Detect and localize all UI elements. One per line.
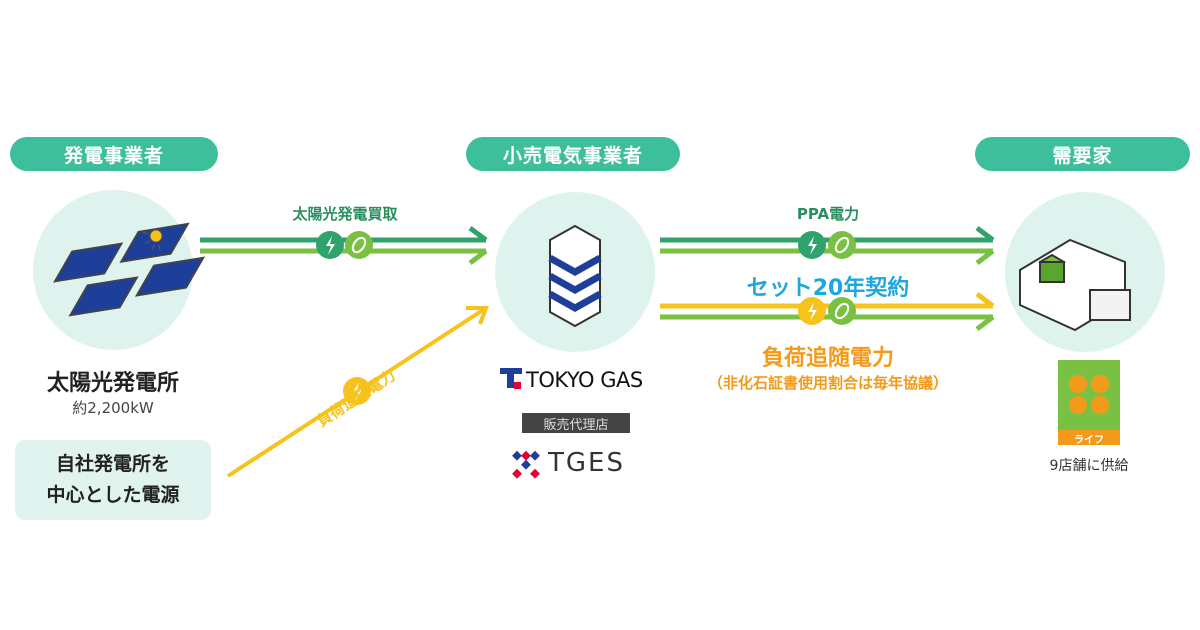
ppa-arrow (660, 226, 995, 265)
leaf-icon (345, 231, 373, 259)
solar-plant-name: 太陽光発電所 (46, 371, 180, 396)
header-retailer: 小売電気事業者 (466, 137, 680, 171)
tges-logo: TGES (548, 448, 625, 478)
own-source-line1: 自社発電所を (55, 453, 170, 475)
solar-panel-icon (53, 222, 206, 317)
store-building-icon (1019, 238, 1131, 332)
leaf-icon (828, 231, 856, 259)
own-source-line2: 中心とした電源 (46, 484, 180, 506)
tokyo-gas-mark-icon (500, 368, 522, 389)
solar-capacity: 約2,200kW (72, 399, 154, 417)
load-following-label: 負荷追随電力 (761, 346, 895, 371)
load-following-arrow (660, 292, 995, 331)
life-logo-text: ライフ (1074, 435, 1104, 446)
office-building-icon (548, 224, 602, 328)
header-generator: 発電事業者 (10, 137, 218, 171)
store-supply-label: 9店舗に供給 (1049, 458, 1129, 474)
solar-purchase-label: 太陽光発電買取 (292, 205, 398, 223)
header-consumer: 需要家 (975, 137, 1190, 171)
leaf-icon (828, 297, 856, 325)
lightning-icon (798, 231, 826, 259)
own-power-source-box: 自社発電所を 中心とした電源 (15, 440, 211, 520)
tokyo-gas-logo: TOKYO GAS (526, 368, 643, 392)
lightning-icon (316, 231, 344, 259)
life-logo (1058, 360, 1120, 445)
sales-agent-badge: 販売代理店 (522, 413, 630, 433)
lightning-icon (343, 377, 371, 405)
load-following-note: （非化石証書使用割合は毎年協議） (707, 374, 949, 392)
contract-label: セット20年契約 (746, 276, 910, 301)
tges-mark-icon (512, 450, 540, 479)
lightning-icon (798, 297, 826, 325)
ppa-label: PPA電力 (796, 205, 860, 223)
